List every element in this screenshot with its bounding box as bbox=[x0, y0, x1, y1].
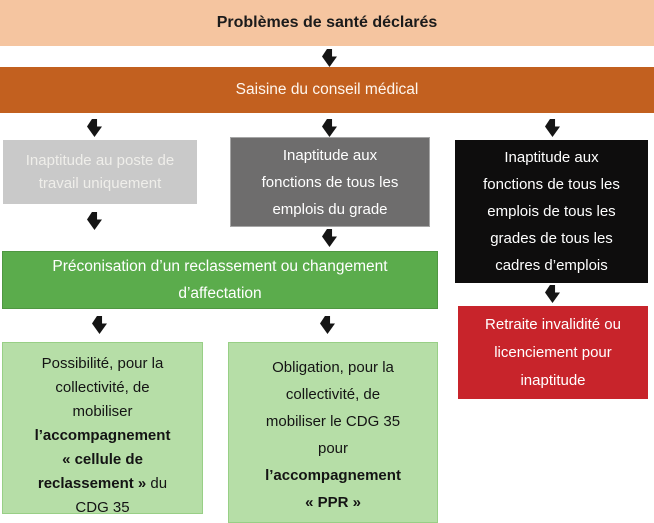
box-unfit-for-post: Inaptitude au poste de travail uniquemen… bbox=[3, 140, 197, 204]
box-unfit-all-grades: Inaptitude aux fonctions de tous les emp… bbox=[455, 140, 648, 283]
box-retirement-or-dismissal: Retraite invalidité ou licenciement pour… bbox=[458, 306, 648, 399]
banner-health-problems: Problèmes de santé déclarés bbox=[0, 0, 654, 46]
box-unfit-for-grade: Inaptitude aux fonctions de tous les emp… bbox=[230, 137, 430, 227]
arrow-down-icon bbox=[545, 285, 560, 303]
arrow-down-icon bbox=[87, 212, 102, 230]
arrow-down-icon bbox=[87, 119, 102, 137]
arrow-down-icon bbox=[322, 229, 337, 247]
arrow-down-icon bbox=[320, 316, 335, 334]
arrow-down-icon bbox=[92, 316, 107, 334]
arrow-down-icon bbox=[322, 119, 337, 137]
banner-medical-council: Saisine du conseil médical bbox=[0, 67, 654, 113]
arrow-down-icon bbox=[545, 119, 560, 137]
arrow-down-icon bbox=[322, 49, 337, 67]
box-obligation-ppr-support: Obligation, pour la collectivité, de mob… bbox=[228, 342, 438, 523]
box-possibility-cdg35-support: Possibilité, pour la collectivité, de mo… bbox=[2, 342, 203, 516]
banner-reclassification-recommendation: Préconisation d’un reclassement ou chang… bbox=[2, 251, 438, 309]
